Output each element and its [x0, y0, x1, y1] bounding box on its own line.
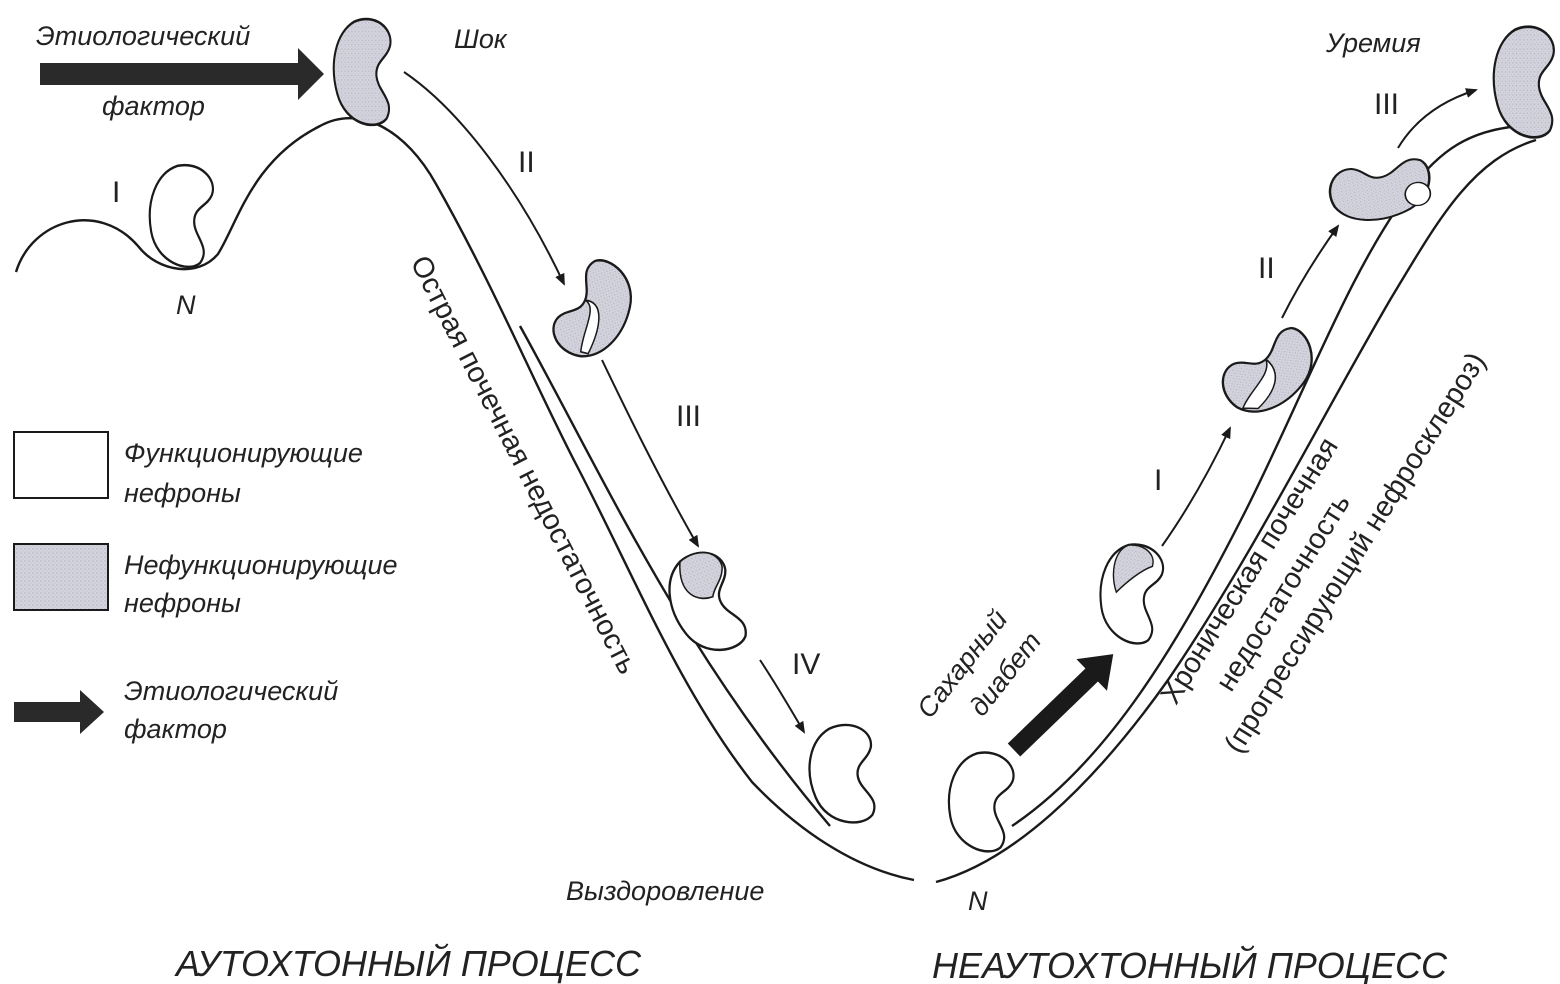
stage-left-ii: II — [518, 146, 535, 179]
kidney-normal-right — [943, 747, 1016, 854]
legend-functioning: Функционирующие нефроны — [14, 432, 363, 508]
kidney-left-stage-3 — [657, 545, 751, 662]
kidney-shock — [334, 19, 391, 125]
arrow-right-stage-3 — [1398, 90, 1476, 148]
stage-right-ii: II — [1258, 252, 1275, 285]
normal-label-right: N — [968, 886, 988, 916]
uremia-label: Уремия — [1325, 28, 1421, 58]
kidney-normal-left — [144, 160, 216, 270]
legend-nonfunctioning-swatch — [14, 544, 108, 610]
legend-nonfunctioning: Нефункционирующие нефроны — [14, 544, 398, 618]
arrow-right-stage-1 — [1162, 428, 1230, 546]
legend-factor-line1: Этиологический — [124, 676, 338, 706]
kidney-left-stage-2 — [545, 254, 647, 370]
stage-right-i: I — [1154, 464, 1162, 497]
recovery-label: Выздоровление — [566, 876, 764, 906]
title-autochthonous: АУТОХТОННЫЙ ПРОЦЕСС — [174, 942, 642, 984]
legend: Функционирующие нефроны Нефункционирующи… — [14, 432, 398, 744]
kidney-right-stage-0 — [1093, 538, 1166, 646]
stage-left-iv: IV — [792, 648, 820, 681]
stage-left-iii: III — [676, 400, 701, 433]
etiologic-factor-label-line2: фактор — [102, 91, 205, 121]
kidney-right-stage-1 — [1214, 321, 1329, 426]
arrow-right-stage-2 — [1282, 226, 1338, 318]
stage-right-iii: III — [1374, 88, 1399, 121]
shock-label: Шок — [454, 24, 508, 54]
legend-factor-arrow — [14, 690, 104, 734]
legend-functioning-swatch — [14, 432, 108, 498]
legend-nonfunctioning-line2: нефроны — [124, 588, 241, 618]
legend-functioning-line1: Функционирующие — [124, 438, 363, 468]
non-autochthonous-curve — [936, 126, 1536, 882]
normal-label-left: N — [176, 290, 196, 320]
kidney-uremia — [1494, 27, 1554, 138]
stage-left-i: I — [112, 176, 120, 209]
title-non-autochthonous: НЕАУТОХТОННЫЙ ПРОЦЕСС — [932, 944, 1448, 984]
kidney-right-stage-2 — [1326, 156, 1435, 227]
arrow-left-stage-3 — [602, 360, 698, 546]
legend-nonfunctioning-line1: Нефункционирующие — [124, 550, 398, 580]
legend-factor: Этиологический фактор — [14, 676, 338, 744]
etiologic-factor-label-line1: Этиологический — [36, 21, 250, 51]
chronic-failure-label: Хроническая почечная недостаточность (пр… — [1151, 305, 1493, 759]
legend-functioning-line2: нефроны — [124, 478, 241, 508]
legend-factor-line2: фактор — [124, 714, 227, 744]
